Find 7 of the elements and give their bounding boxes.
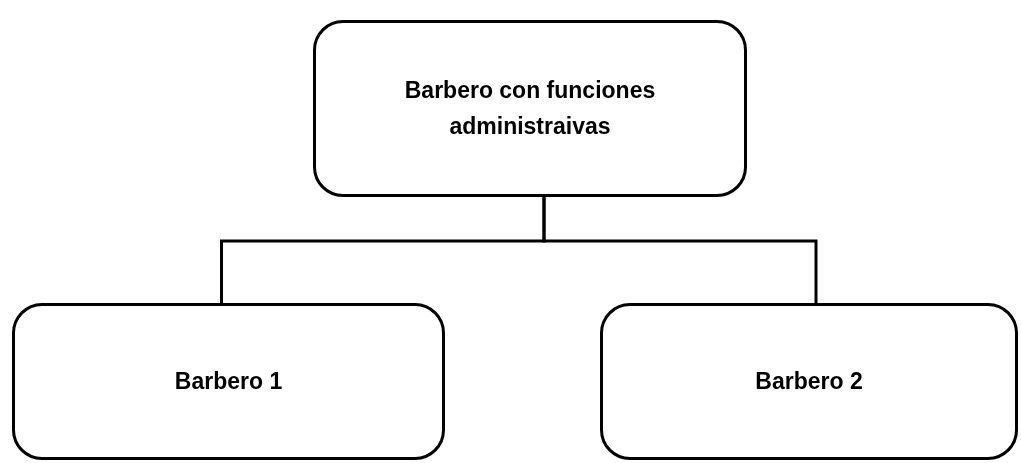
connector-line <box>542 197 818 303</box>
role-title: Barbero con funciones administraivas <box>403 75 657 141</box>
role-title: Barbero 1 <box>174 366 283 396</box>
role-box <box>600 303 1018 460</box>
role-box <box>12 303 445 460</box>
role-box <box>313 20 747 197</box>
role-title: Barbero 2 <box>755 366 863 396</box>
